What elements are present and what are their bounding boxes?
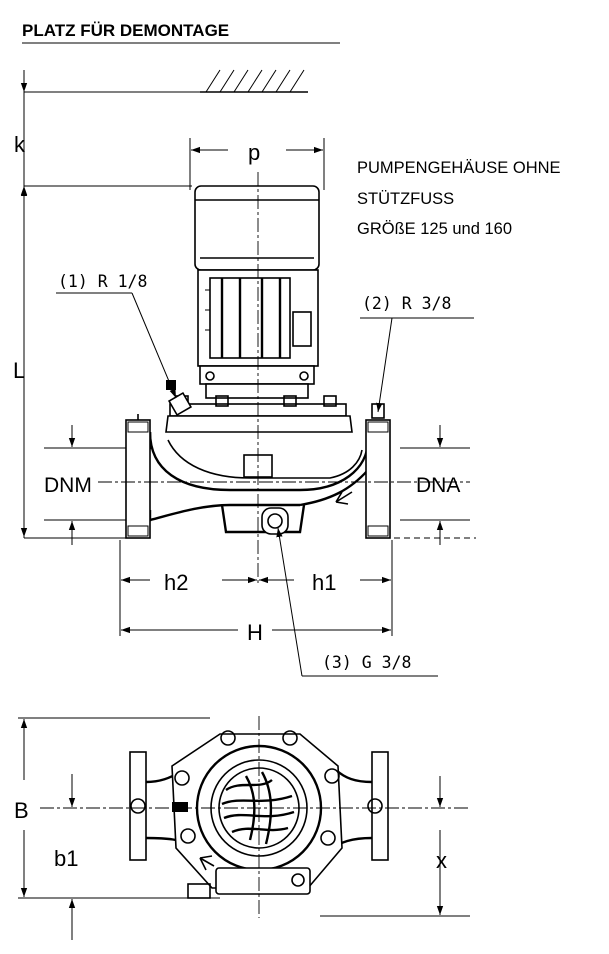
dim-H-label: H (247, 620, 263, 645)
dim-p (189, 138, 325, 190)
motor-side-view (194, 185, 320, 399)
dim-h-H (119, 540, 393, 636)
dim-p-label: p (248, 140, 260, 165)
note-line-2: STÜTZFUSS (357, 190, 454, 208)
dim-DNA-label: DNA (416, 474, 460, 497)
flange-right-side (365, 419, 391, 539)
dim-DNM-label: DNM (44, 474, 92, 497)
dim-b1-label: b1 (54, 846, 78, 871)
pump-housing-side (128, 395, 384, 535)
callout-1-label: (1) R 1/8 (58, 272, 147, 291)
pump-top-view (129, 730, 389, 899)
dim-x (320, 776, 470, 917)
ceiling-hatch (200, 69, 308, 93)
dim-k-label: k (14, 132, 26, 157)
note-line-1: PUMPENGEHÄUSE OHNE (357, 159, 561, 177)
callout-2-label: (2) R 3/8 (362, 294, 451, 313)
dim-h2-label: h2 (164, 570, 188, 595)
callout-1-leader (56, 292, 177, 399)
callout-3-leader (276, 527, 438, 677)
callout-3-label: (3) G 3/8 (322, 653, 411, 672)
dim-B-label: B (14, 798, 29, 823)
note-line-3: GRÖßE 125 und 160 (357, 220, 512, 238)
left-dimension-chain (20, 70, 200, 539)
dim-L-label: L (13, 358, 25, 383)
callout-2-leader (360, 317, 474, 413)
flange-left-side (125, 414, 151, 539)
dim-h1-label: h1 (312, 570, 336, 595)
dim-DNA (400, 425, 470, 545)
dim-DNM (44, 425, 126, 545)
header-title: PLATZ FÜR DEMONTAGE (22, 21, 229, 40)
dim-B-b1 (18, 717, 220, 940)
dim-x-label: x (436, 848, 447, 873)
